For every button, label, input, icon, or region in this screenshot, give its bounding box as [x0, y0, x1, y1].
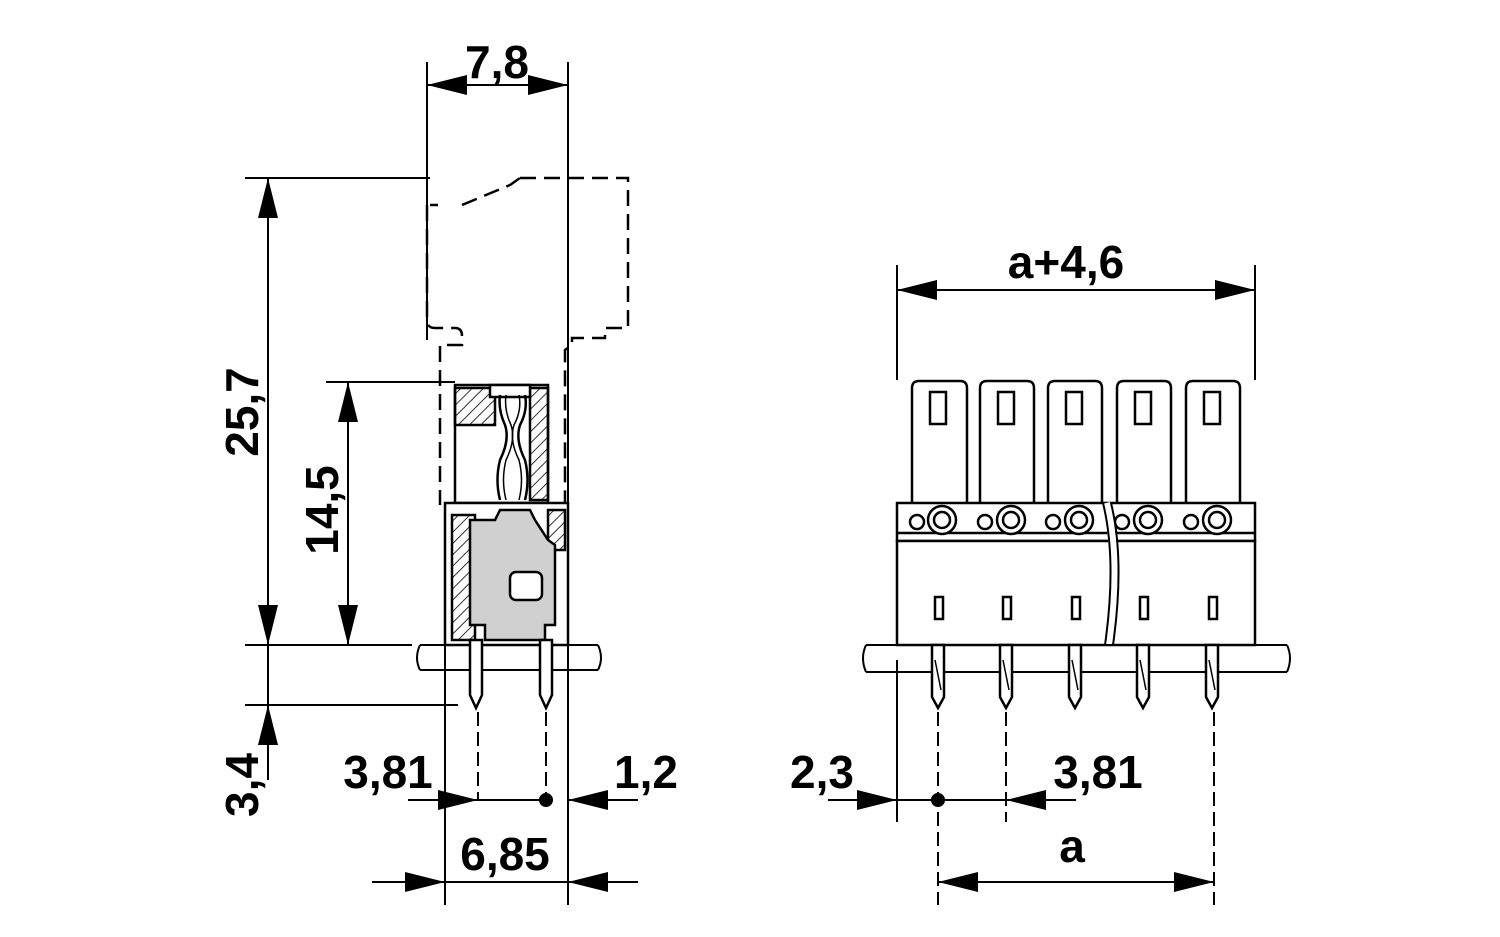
label-front-pitch-span: a	[1059, 820, 1085, 872]
front-view	[828, 265, 1291, 905]
side-view	[245, 62, 638, 905]
latch	[1046, 379, 1104, 503]
dim-side-pitch	[408, 790, 638, 810]
label-side-top-width: 7,8	[465, 36, 529, 88]
release-holes	[908, 504, 1233, 536]
label-front-pin-pitch: 3,81	[1053, 746, 1143, 798]
label-side-pin-offset: 1,2	[614, 746, 678, 798]
dim-front-offset-pitch	[828, 790, 1076, 810]
pins-front	[930, 643, 1220, 711]
label-front-overall-width: a+4,6	[1008, 236, 1124, 288]
plug-outline-dashed	[425, 176, 630, 505]
dim-side-total-height	[245, 177, 430, 645]
label-side-body-height: 14,5	[296, 465, 348, 555]
latch	[1184, 379, 1242, 503]
latch	[978, 379, 1036, 503]
plug-housing-section	[453, 383, 550, 505]
label-side-pin-pitch: 3,81	[343, 746, 433, 798]
side-bottom-extensions	[444, 645, 569, 905]
label-front-edge-offset: 2,3	[790, 746, 854, 798]
label-side-pin-length: 3,4	[216, 753, 268, 817]
latch	[1115, 379, 1173, 503]
header-body-front	[895, 539, 1257, 647]
latch	[910, 379, 969, 503]
break-line	[1102, 502, 1120, 646]
plug-body-strip	[895, 501, 1257, 543]
dim-side-body-height	[326, 381, 455, 645]
pins-side	[468, 638, 554, 711]
plug-latches	[910, 379, 1242, 503]
header-housing-section	[443, 501, 570, 647]
dim-front-overall-width	[896, 265, 1256, 380]
label-side-total-height: 25,7	[216, 367, 268, 457]
label-side-base-width: 6,85	[460, 828, 550, 880]
